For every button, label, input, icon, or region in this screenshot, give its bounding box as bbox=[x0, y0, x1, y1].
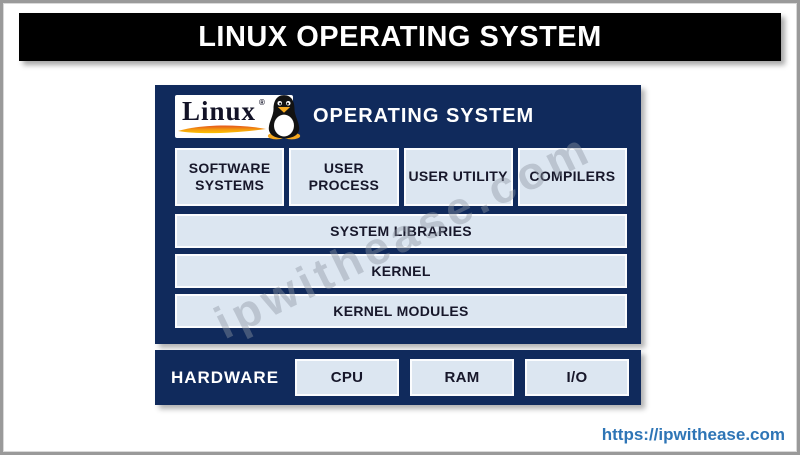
box-user-utility: USER UTILITY bbox=[403, 148, 513, 206]
operating-system-panel: Linux ® OPERATING SYSTEM SOFTWARE SYSTEM… bbox=[155, 85, 641, 344]
ipwithease-link[interactable]: https://ipwithease.com bbox=[601, 425, 785, 444]
linux-logo: Linux ® bbox=[175, 95, 301, 140]
hardware-label: HARDWARE bbox=[170, 367, 280, 387]
os-panel-title: OPERATING SYSTEM bbox=[313, 105, 535, 127]
tux-penguin-icon bbox=[267, 95, 301, 140]
layer-kernel-modules: KERNEL MODULES bbox=[175, 294, 627, 328]
layer-system-libraries: SYSTEM LIBRARIES bbox=[175, 214, 627, 248]
linux-logo-swoosh-icon bbox=[178, 125, 266, 134]
box-user-process: USER PROCESS bbox=[289, 148, 399, 206]
layer-kernel: KERNEL bbox=[175, 254, 627, 288]
box-software-systems: SOFTWARE SYSTEMS bbox=[175, 148, 285, 206]
hardware-panel: HARDWARE CPU RAM I/O bbox=[155, 350, 641, 405]
user-space-row: SOFTWARE SYSTEMS USER PROCESS USER UTILI… bbox=[175, 148, 627, 206]
registered-mark: ® bbox=[259, 98, 265, 107]
box-compilers: COMPILERS bbox=[517, 148, 627, 206]
box-ram: RAM bbox=[410, 359, 514, 396]
box-cpu: CPU bbox=[295, 359, 399, 396]
linux-logo-text: Linux bbox=[182, 96, 257, 126]
box-io: I/O bbox=[525, 359, 629, 396]
page-title: LINUX OPERATING SYSTEM bbox=[19, 13, 781, 61]
hardware-components-row: CPU RAM I/O bbox=[295, 359, 629, 396]
